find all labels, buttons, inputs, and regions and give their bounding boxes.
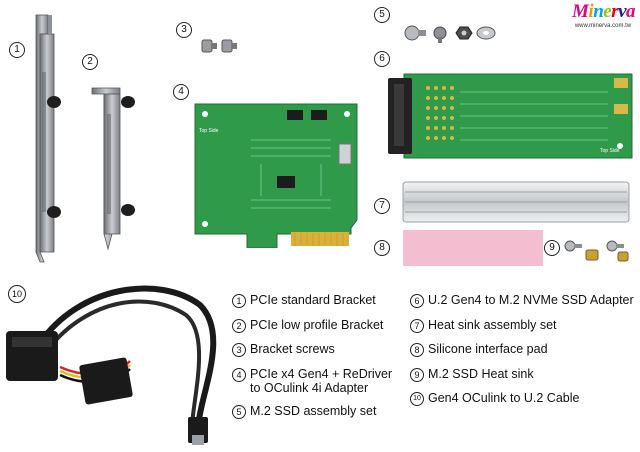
legend-text: Gen4 OCulink to U.2 Cable <box>428 391 580 405</box>
callout-3: 3 <box>176 22 192 38</box>
heat-sink-assembly <box>402 181 630 223</box>
screw-icon <box>606 240 624 252</box>
u2-m2-adapter-board: Top Side <box>388 68 634 160</box>
screw-icon <box>433 26 447 43</box>
legend-number: 10 <box>410 392 424 406</box>
legend-item: 6 U.2 Gen4 to M.2 NVMe SSD Adapter <box>410 293 634 308</box>
legend-text: M.2 SSD Heat sink <box>428 366 534 381</box>
screw-icon <box>221 39 237 53</box>
legend-text: Bracket screws <box>250 342 335 356</box>
standoff-icon <box>585 249 599 261</box>
callout-5: 5 <box>374 7 390 23</box>
legend-item: 7 Heat sink assembly set <box>410 318 634 333</box>
legend-number: 2 <box>232 318 246 333</box>
oculink-u2-cable <box>6 285 217 445</box>
legend-item: 2 PCIe low profile Bracket <box>232 318 392 333</box>
legend-text: Heat sink assembly set <box>428 317 557 332</box>
legend-left: 1 PCIe standard Bracket 2 PCIe low profile… <box>232 293 392 429</box>
legend-text: PCIe standard Bracket <box>250 293 376 307</box>
pcie-oculink-adapter-board: Top Side <box>191 100 361 248</box>
pcie-standard-bracket <box>35 14 61 263</box>
legend-item: 4 PCIe x4 Gen4 + ReDriver to OCulink 4i A… <box>232 367 392 395</box>
legend-item: 8 Silicone interface pad <box>410 342 634 357</box>
legend-item: 1 PCIe standard Bracket <box>232 293 392 308</box>
legend-text: PCIe low profile Bracket <box>250 317 384 332</box>
washer-icon <box>476 26 496 40</box>
legend-item: 9 M.2 SSD Heat sink <box>410 367 634 382</box>
legend-number: 1 <box>232 294 246 308</box>
legend-text: U.2 Gen4 to M.2 NVMe SSD Adapter <box>428 293 634 307</box>
callout-9: 9 <box>544 240 560 256</box>
callout-8: 8 <box>374 240 390 256</box>
adapter-top-side-label: Top Side <box>199 128 219 134</box>
legend-text: M.2 SSD assembly set <box>250 404 377 418</box>
legend-item: 3 Bracket screws <box>232 342 392 357</box>
legend-number: 4 <box>232 367 246 382</box>
legend-number: 5 <box>232 405 246 419</box>
callout-2: 2 <box>82 54 98 70</box>
nut-icon <box>455 26 473 40</box>
callout-10: 10 <box>8 285 26 303</box>
brand-logo: Minerva www.minerva.com.tw <box>572 1 636 30</box>
callout-6: 6 <box>374 51 390 67</box>
legend-text: PCIe x4 Gen4 + ReDriver to OCulink 4i Ad… <box>250 366 393 395</box>
legend-number: 9 <box>410 367 424 382</box>
legend-right: 6 U.2 Gen4 to M.2 NVMe SSD Adapter 7 Heat … <box>410 293 634 416</box>
pcie-low-profile-bracket <box>91 87 135 251</box>
screw-icon <box>564 240 582 252</box>
callout-4: 4 <box>173 84 189 100</box>
screw-icon <box>201 39 217 53</box>
brand-url: www.minerva.com.tw <box>574 23 632 29</box>
legend-number: 3 <box>232 343 246 357</box>
brand-logo-text: Minerva <box>572 1 636 22</box>
legend-number: 6 <box>410 294 424 308</box>
m2-heat-sink-screws <box>564 240 629 262</box>
legend-number: 7 <box>410 318 424 333</box>
screw-icon <box>404 25 426 41</box>
callout-7: 7 <box>374 198 390 214</box>
m2-ssd-assembly-set <box>404 25 496 43</box>
bracket-screws <box>201 39 237 53</box>
legend-number: 8 <box>410 343 424 357</box>
standoff-icon <box>617 251 629 262</box>
legend-text: Silicone interface pad <box>428 342 548 356</box>
silicone-interface-pad <box>403 230 543 266</box>
legend-item: 5 M.2 SSD assembly set <box>232 404 392 419</box>
callout-1: 1 <box>9 42 25 58</box>
legend-item: 10 Gen4 OCulink to U.2 Cable <box>410 391 634 406</box>
m2-top-side-label: Top Side <box>600 148 620 154</box>
